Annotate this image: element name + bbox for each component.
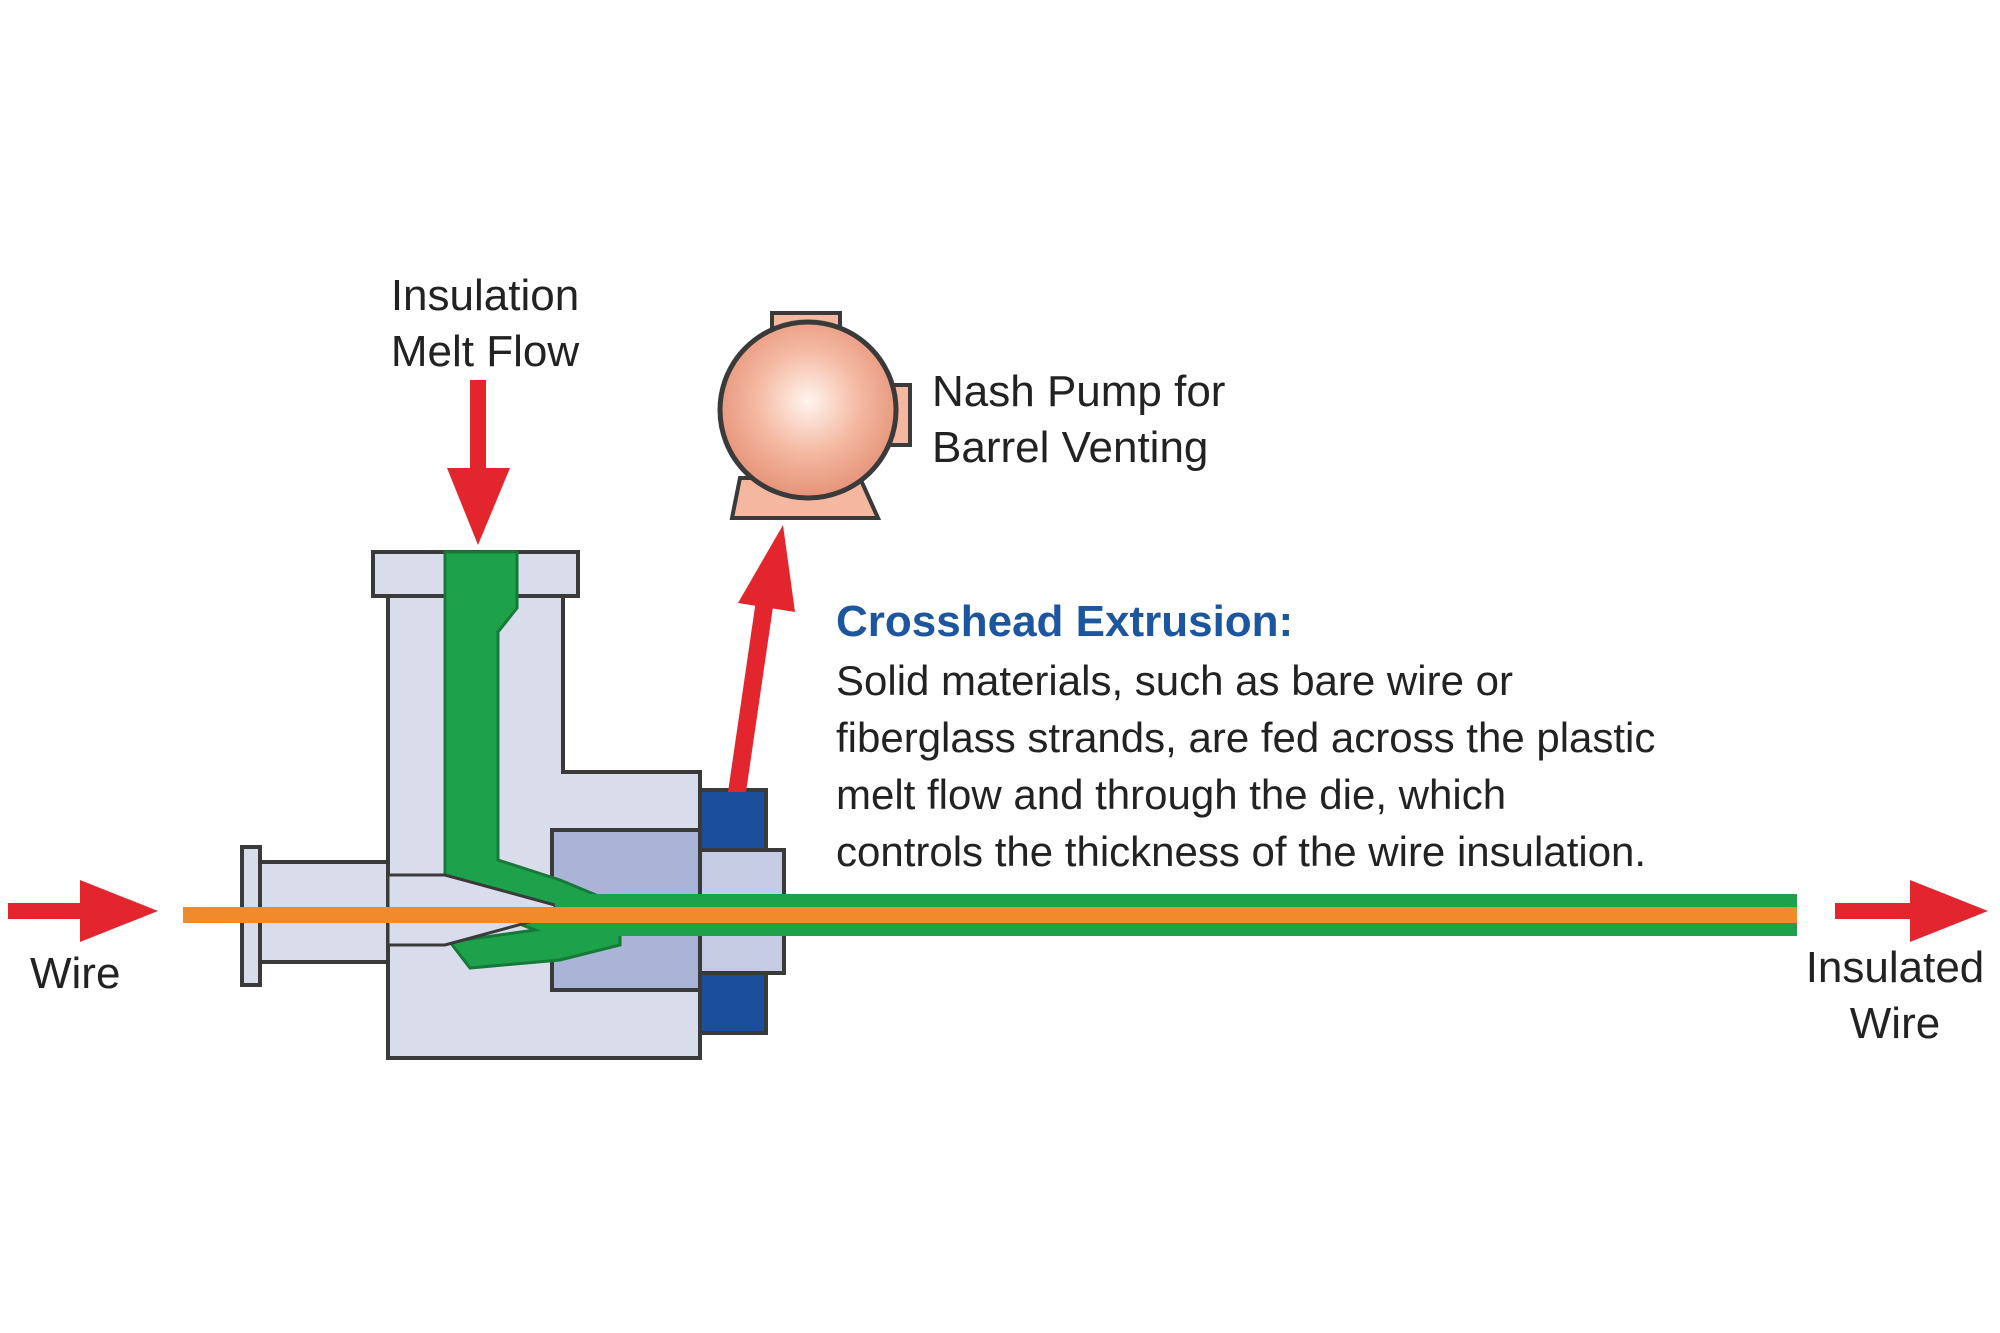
melt-flow-arrow [447,380,510,545]
wire-out-arrow [1835,880,1988,942]
clamp-block-top [698,788,768,852]
pump-label-line1: Nash Pump for [932,367,1226,416]
insulation-label-line2: Melt Flow [390,327,580,376]
crosshead-body [240,550,786,1060]
wire-core [183,907,1797,923]
pump-label-line2: Barrel Venting [932,423,1209,472]
wire-label: Wire [30,949,121,998]
description-line: fiberglass strands, are fed across the p… [836,714,1656,761]
wire-in-arrow [8,880,158,942]
description-body: Solid materials, such as bare wire or fi… [836,652,1836,880]
insulated-label-line1: Insulated [1805,943,1985,992]
nash-pump-label: Nash Pump for Barrel Venting [932,364,1352,476]
vent-arrow [728,525,795,792]
insulation-melt-flow-label: Insulation Melt Flow [340,268,630,380]
clamp-block-bottom [698,971,768,1035]
description-line: melt flow and through the die, which [836,771,1507,818]
description-line: Solid materials, such as bare wire or [836,657,1513,704]
insulated-label-line2: Wire [1849,999,1941,1048]
description-line: controls the thickness of the wire insul… [836,828,1647,875]
nash-pump-icon [717,311,912,520]
insulation-label-line1: Insulation [390,271,580,320]
insulated-wire-label: Insulated Wire [1790,940,2000,1052]
description-title: Crosshead Extrusion: [836,597,1294,646]
